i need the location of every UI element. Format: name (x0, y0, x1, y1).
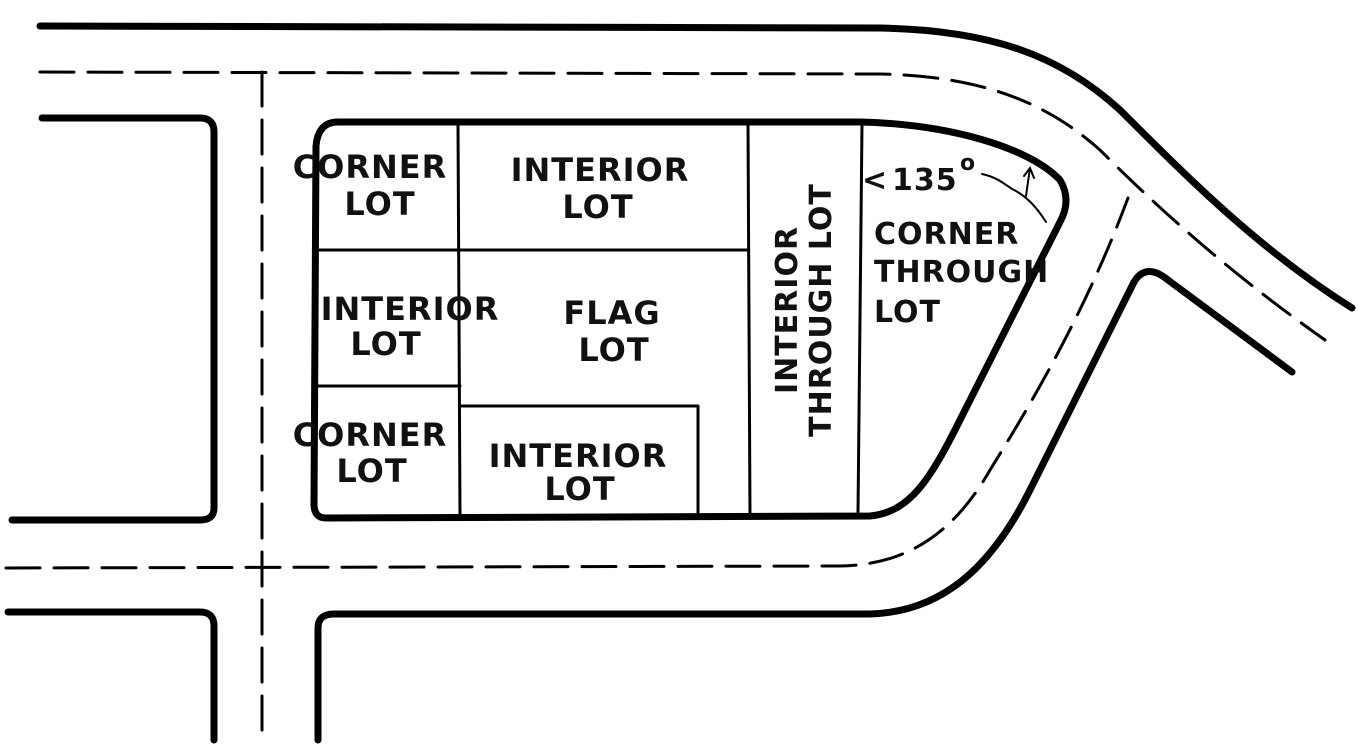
lot-line-v1 (456, 122, 462, 518)
bottom-road-south-curb-right (314, 268, 1296, 744)
interior-lot-left-label: INTERIOR LOT (321, 290, 500, 363)
angle-label: < 135 o (862, 151, 976, 198)
lot-line-v3 (856, 122, 864, 514)
angle-arc-icon (981, 173, 1047, 223)
corner-lot-top-line2: LOT (344, 185, 415, 223)
angle-marker: < (862, 163, 888, 198)
interior-lot-left-line2: LOT (350, 325, 421, 363)
top-road-centerline (38, 70, 1327, 342)
top-road-north-curb (36, 22, 1356, 312)
interior-lot-top-line2: LOT (562, 188, 633, 226)
corner-lot-bottom-label: CORNER LOT (293, 416, 448, 490)
corner-through-lot-line2: THROUGH (874, 255, 1049, 290)
flag-lot-line1: FLAG (563, 294, 660, 332)
angle-value: 135 (892, 163, 958, 198)
interior-through-lot-line1: INTERIOR (770, 226, 805, 394)
angle-degree: o (960, 151, 976, 176)
flag-lot-line2: LOT (578, 331, 649, 369)
interior-lot-bottom-line2: LOT (544, 470, 615, 508)
block-outline (310, 118, 1070, 522)
lot-line-v2 (746, 122, 752, 518)
interior-lot-top-label: INTERIOR LOT (511, 151, 690, 226)
corner-lot-top-label: CORNER LOT (293, 148, 448, 223)
bottom-road-south-curb-left (4, 608, 218, 744)
corner-lot-top-line1: CORNER (293, 148, 448, 186)
lot-line-flag (460, 404, 700, 516)
corner-through-lot-label: CORNER THROUGH LOT (874, 217, 1049, 330)
interior-lot-left-line1: INTERIOR (321, 290, 500, 328)
interior-through-lot-line2: THROUGH LOT (804, 183, 839, 437)
interior-lot-top-line1: INTERIOR (511, 151, 690, 189)
top-road-south-curb-left (8, 114, 218, 524)
flag-lot-label: FLAG LOT (563, 294, 660, 369)
corner-lot-bottom-line1: CORNER (293, 416, 448, 454)
interior-lot-bottom-line1: INTERIOR (489, 437, 668, 475)
corner-through-lot-line1: CORNER (874, 217, 1019, 252)
corner-through-lot-line3: LOT (874, 295, 941, 330)
interior-through-lot-label: INTERIOR THROUGH LOT (770, 183, 839, 437)
bottom-road-centerline (4, 196, 1130, 570)
angle-arrow-icon (1023, 165, 1035, 197)
interior-lot-bottom-label: INTERIOR LOT (489, 437, 668, 508)
corner-lot-bottom-line2: LOT (336, 452, 407, 490)
